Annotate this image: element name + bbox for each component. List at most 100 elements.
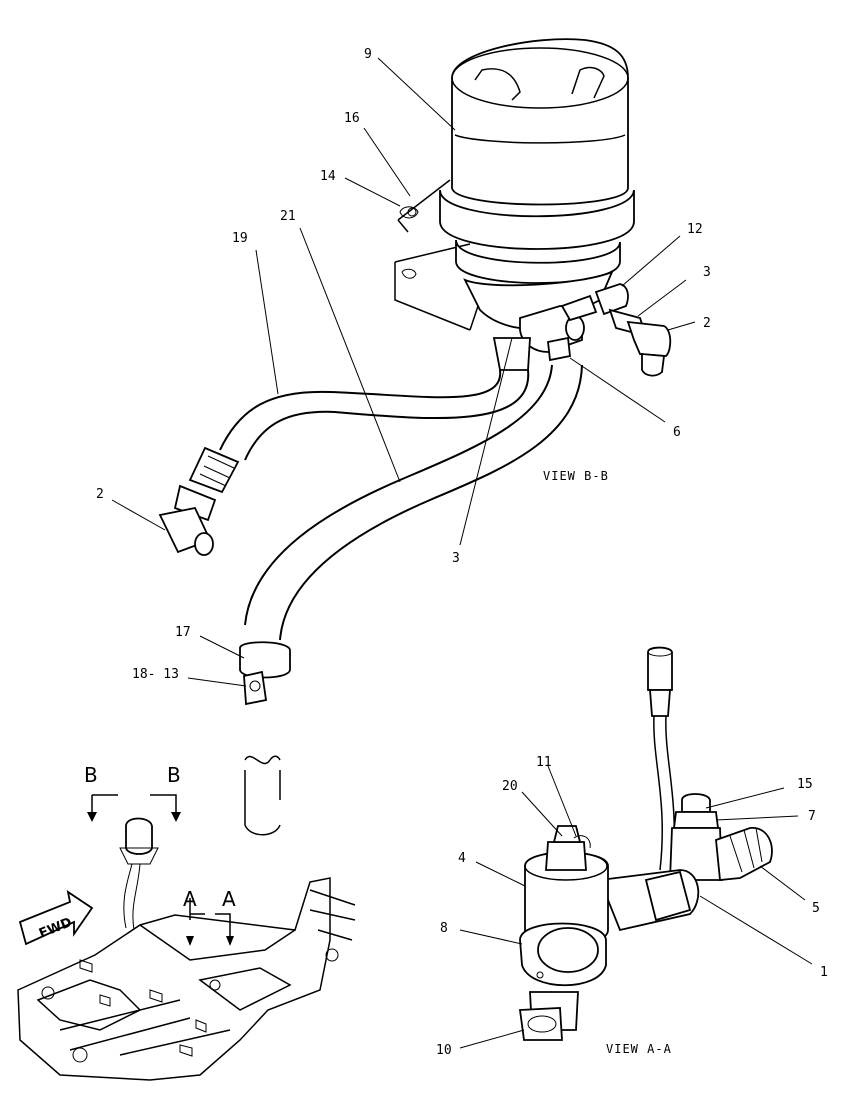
frame-hole-1 — [41, 986, 55, 1000]
frame-hole-3 — [209, 979, 221, 991]
callout-10: 10 — [436, 1043, 452, 1058]
callout-7: 7 — [808, 809, 816, 824]
callout-15: 15 — [797, 777, 813, 792]
frame-crossmembers — [59, 999, 231, 1056]
callout-19: 19 — [232, 231, 248, 246]
leaders-bb — [111, 57, 696, 687]
leader-16 — [363, 127, 411, 197]
bolt-13 — [249, 680, 261, 692]
leader-18-13 — [187, 677, 247, 687]
chassis-overview — [17, 794, 356, 1081]
callout-1: 1 — [820, 965, 828, 980]
callout-12: 12 — [687, 222, 703, 237]
valve-assembly — [518, 646, 773, 1041]
valve-4-cap — [545, 841, 587, 871]
leader-21 — [299, 227, 401, 483]
callout-18-13: 18- 13 — [132, 667, 179, 682]
section-a-arrows — [186, 936, 234, 946]
leader-7 — [715, 815, 799, 821]
air-dryer-assembly — [394, 38, 672, 377]
leader-1 — [699, 895, 813, 965]
section-b-line — [91, 794, 177, 818]
fitting-5-hex — [729, 827, 763, 873]
callout-8: 8 — [440, 921, 448, 936]
bolt-16 — [407, 207, 417, 217]
callout-16: 16 — [344, 111, 360, 126]
leader-9 — [377, 57, 456, 131]
valve-8-port — [537, 927, 599, 973]
leader-15 — [705, 787, 785, 809]
clamp-17 — [239, 641, 291, 679]
hex-1 — [644, 870, 692, 922]
bolt-14 — [399, 206, 419, 219]
hose-21-edge-upper — [244, 364, 553, 626]
leader-12 — [621, 235, 681, 287]
leader-11 — [547, 765, 577, 837]
frame-hole-2 — [72, 1047, 88, 1063]
break-lower — [244, 770, 281, 836]
leader-2-right — [667, 321, 696, 331]
screw-20 — [552, 825, 582, 843]
plug-15 — [681, 793, 711, 813]
frame-right-deck — [198, 967, 292, 1011]
frame-hole-4 — [325, 948, 339, 962]
frame-details — [79, 959, 207, 1057]
leader-4 — [475, 861, 526, 887]
hose-19-edge-upper — [219, 369, 502, 451]
dryer-canister — [451, 38, 629, 206]
hose-19-crimp — [188, 446, 240, 494]
canister-top — [451, 47, 629, 109]
mini-hoses — [123, 863, 141, 931]
elbow-2-nut — [641, 353, 666, 377]
elbow-2-left-port — [194, 532, 214, 556]
callout-2-left: 2 — [96, 487, 104, 502]
callout-20: 20 — [502, 779, 518, 794]
valve-8-screw — [536, 971, 544, 979]
leader-8 — [459, 929, 523, 945]
callout-11: 11 — [536, 755, 552, 770]
canister-lid-grips — [474, 66, 605, 101]
canister-seam — [454, 134, 626, 144]
deck-plate — [139, 924, 296, 961]
tube-top-nut — [649, 689, 671, 717]
callout-21: 21 — [280, 209, 296, 224]
fitting-12-a — [560, 294, 598, 322]
tube-top-fitting-end — [647, 647, 673, 657]
callout-6: 6 — [673, 425, 681, 440]
hose-21 — [239, 364, 583, 836]
section-a-left: A — [183, 887, 197, 911]
section-b-right: B — [167, 763, 181, 787]
canister-flange — [439, 189, 635, 250]
section-a-right: A — [222, 887, 236, 911]
callout-5: 5 — [812, 901, 820, 916]
callout-14: 14 — [320, 169, 336, 184]
leader-10 — [459, 1029, 525, 1049]
callout-2-right: 2 — [703, 316, 711, 331]
leader-6 — [569, 357, 666, 423]
callout-9: 9 — [364, 47, 372, 62]
hose-19-crimp-lines — [199, 455, 235, 487]
hose-21-edge-lower — [279, 364, 583, 641]
hose-19-edge-lower — [244, 369, 530, 461]
outlet-stub — [492, 337, 531, 371]
callout-3-bottom: 3 — [452, 551, 460, 566]
break-top — [244, 755, 281, 765]
mini-dryer — [125, 817, 153, 855]
section-b-left: B — [84, 763, 98, 787]
fwd-arrow — [18, 890, 94, 946]
dryer-manifold — [463, 270, 614, 330]
leaders-aa — [459, 765, 813, 1049]
callout-17: 17 — [175, 625, 191, 640]
section-b-arrows — [87, 812, 181, 822]
leader-3-bottom — [459, 337, 513, 546]
leader-19 — [255, 249, 279, 395]
view-aa-label: VIEW A-A — [606, 1042, 672, 1056]
leader-3-top — [637, 279, 687, 317]
mounting-bracket — [394, 179, 481, 331]
clip-11 — [573, 835, 591, 849]
fitting-6 — [547, 336, 571, 362]
leader-2-left — [111, 499, 166, 531]
leader-17 — [199, 635, 245, 659]
